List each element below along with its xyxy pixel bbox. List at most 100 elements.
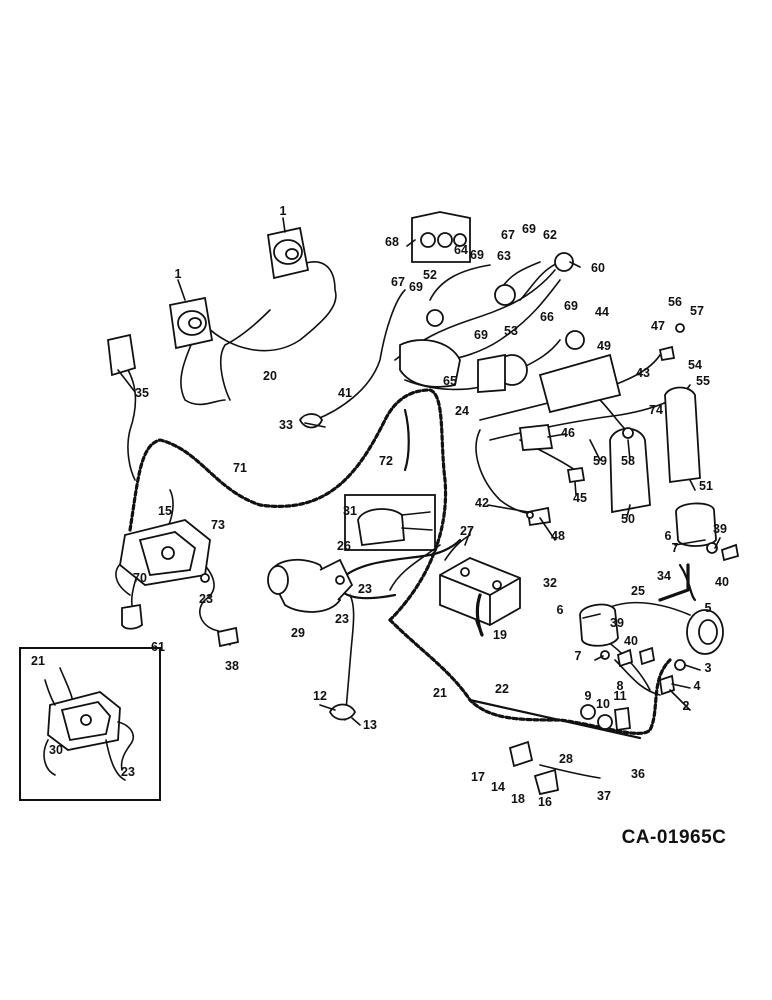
callout-21b: 21 bbox=[31, 654, 45, 668]
callout-26: 26 bbox=[337, 539, 351, 553]
callout-56: 56 bbox=[668, 295, 682, 309]
headlight-5 bbox=[686, 609, 724, 655]
gauge-44 bbox=[565, 330, 585, 350]
callout-53: 53 bbox=[504, 324, 518, 338]
clip-38 bbox=[216, 626, 240, 648]
callout-5: 5 bbox=[705, 601, 712, 615]
horn-button-right bbox=[266, 226, 310, 280]
connector-65 bbox=[399, 339, 461, 388]
callouts: 1 1 2 3 4 5 6 6 7 7 8 9 10 11 12 13 14 1… bbox=[31, 204, 729, 809]
battery-32 bbox=[439, 557, 521, 626]
callout-52: 52 bbox=[423, 268, 437, 282]
plug-48 bbox=[526, 506, 552, 527]
callout-24: 24 bbox=[455, 404, 469, 418]
plug-9 bbox=[580, 704, 596, 720]
callout-46: 46 bbox=[561, 426, 575, 440]
callout-23b: 23 bbox=[358, 582, 372, 596]
callout-16: 16 bbox=[538, 795, 552, 809]
callout-6a: 6 bbox=[665, 529, 672, 543]
callout-12: 12 bbox=[313, 689, 327, 703]
inset-31 bbox=[344, 494, 436, 551]
callout-23a: 23 bbox=[199, 592, 213, 606]
callout-30: 30 bbox=[49, 743, 63, 757]
coil-61 bbox=[121, 603, 143, 630]
callout-38: 38 bbox=[225, 659, 239, 673]
cable-19 bbox=[475, 593, 484, 637]
callout-69d: 69 bbox=[474, 328, 488, 342]
figure-reference: CA-01965C bbox=[622, 827, 727, 848]
callout-34: 34 bbox=[657, 569, 671, 583]
callout-68: 68 bbox=[385, 235, 399, 249]
callout-61: 61 bbox=[151, 640, 165, 654]
callout-51: 51 bbox=[699, 479, 713, 493]
callout-15: 15 bbox=[158, 504, 172, 518]
callout-10: 10 bbox=[596, 697, 610, 711]
gauge-63 bbox=[494, 284, 516, 306]
callout-27: 27 bbox=[460, 524, 474, 538]
callout-14: 14 bbox=[491, 780, 505, 794]
switch-58 bbox=[622, 427, 634, 439]
callout-13: 13 bbox=[363, 718, 377, 732]
callout-57: 57 bbox=[690, 304, 704, 318]
switch-16 bbox=[533, 768, 560, 796]
distributor-70 bbox=[119, 519, 211, 586]
callout-42: 42 bbox=[475, 496, 489, 510]
callout-18: 18 bbox=[511, 792, 525, 806]
callout-50: 50 bbox=[621, 512, 635, 526]
switch-panel-49 bbox=[538, 353, 622, 414]
plug-10 bbox=[597, 714, 613, 730]
leader-lines bbox=[117, 217, 721, 726]
inset-30 bbox=[19, 647, 161, 801]
callout-66: 66 bbox=[540, 310, 554, 324]
callout-6b: 6 bbox=[557, 603, 564, 617]
callout-55: 55 bbox=[696, 374, 710, 388]
callout-71: 71 bbox=[233, 461, 247, 475]
bracket-50 bbox=[609, 427, 651, 514]
callout-31: 31 bbox=[343, 504, 357, 518]
callout-44: 44 bbox=[595, 305, 609, 319]
callout-41: 41 bbox=[338, 386, 352, 400]
callout-23d: 23 bbox=[121, 765, 135, 779]
horn-button-left bbox=[168, 296, 214, 350]
bracket-35 bbox=[107, 333, 137, 377]
callout-60: 60 bbox=[591, 261, 605, 275]
callout-63: 63 bbox=[497, 249, 511, 263]
switch-12 bbox=[328, 703, 357, 721]
instrument-panel-68 bbox=[411, 211, 471, 263]
callout-3: 3 bbox=[705, 661, 712, 675]
plug-11 bbox=[614, 706, 631, 732]
callout-7b: 7 bbox=[575, 649, 582, 663]
callout-39a: 39 bbox=[713, 522, 727, 536]
callout-43: 43 bbox=[636, 366, 650, 380]
switch-14 bbox=[508, 740, 534, 768]
callout-62: 62 bbox=[543, 228, 557, 242]
callout-69a: 69 bbox=[522, 222, 536, 236]
callout-23c: 23 bbox=[335, 612, 349, 626]
callout-69e: 69 bbox=[564, 299, 578, 313]
callout-1b: 1 bbox=[280, 204, 287, 218]
callout-40b: 40 bbox=[624, 634, 638, 648]
callout-25: 25 bbox=[631, 584, 645, 598]
callout-7a: 7 bbox=[672, 541, 679, 555]
callout-9: 9 bbox=[585, 689, 592, 703]
gauge-52 bbox=[426, 309, 444, 327]
switch-42 bbox=[526, 511, 534, 519]
callout-65: 65 bbox=[443, 374, 457, 388]
starter-29 bbox=[267, 558, 354, 613]
callout-11: 11 bbox=[613, 689, 626, 703]
callout-21a: 21 bbox=[433, 686, 447, 700]
callout-40a: 40 bbox=[715, 575, 729, 589]
parts bbox=[107, 211, 740, 796]
callout-49: 49 bbox=[597, 339, 611, 353]
callout-73: 73 bbox=[211, 518, 225, 532]
harness-71 bbox=[128, 388, 448, 622]
callout-54: 54 bbox=[688, 358, 702, 372]
callout-20: 20 bbox=[263, 369, 277, 383]
callout-33: 33 bbox=[279, 418, 293, 432]
callout-29: 29 bbox=[291, 626, 305, 640]
callout-64: 64 bbox=[454, 243, 468, 257]
callout-1a: 1 bbox=[175, 267, 182, 281]
callout-28: 28 bbox=[559, 752, 573, 766]
callout-8: 8 bbox=[617, 679, 624, 693]
